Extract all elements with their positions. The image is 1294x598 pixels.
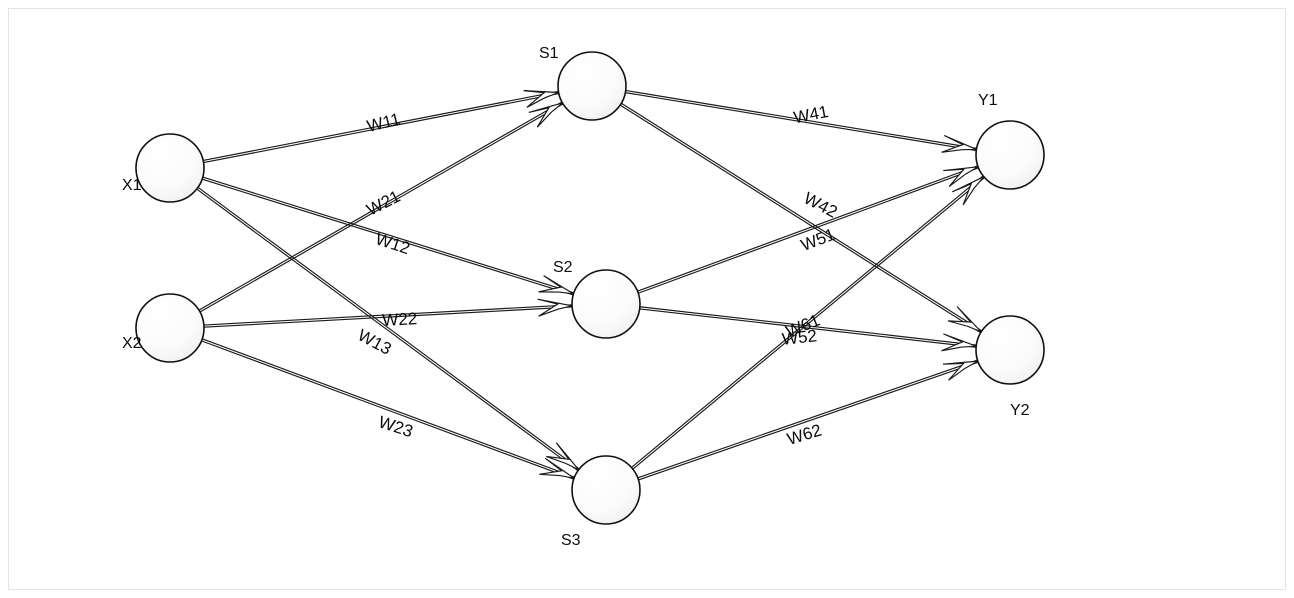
node-label-y1: Y1 (978, 92, 998, 109)
edge-x2-s3 (201, 338, 575, 480)
edge-weight-label-w42: W42 (801, 189, 841, 222)
edge-x2-s1 (198, 101, 564, 313)
node-label-s2: S2 (553, 259, 573, 276)
arrowhead (523, 90, 559, 108)
edge-x2-s2 (203, 298, 573, 328)
arrowhead (539, 457, 575, 479)
arrowhead (537, 298, 573, 317)
node-circle[interactable] (135, 133, 205, 203)
edge-weight-label-w52: W52 (781, 326, 818, 349)
arrowhead (943, 166, 979, 187)
edge-s2-y1 (637, 165, 979, 294)
node-label-x1: X1 (122, 177, 142, 194)
node-label-s1: S1 (539, 45, 559, 62)
node-s2[interactable]: S2 (553, 259, 641, 339)
node-s1[interactable]: S1 (539, 45, 627, 121)
edge-x1-s3 (196, 186, 580, 472)
edge-s2-y2 (639, 306, 977, 352)
node-circle[interactable] (975, 315, 1045, 385)
node-s3[interactable]: S3 (561, 455, 641, 549)
node-circle[interactable] (571, 455, 641, 525)
node-label-s3: S3 (561, 532, 581, 549)
node-circle[interactable] (557, 51, 627, 121)
edges-group (196, 89, 985, 481)
node-circle[interactable] (135, 293, 205, 363)
edge-weight-label-w22: W22 (382, 309, 418, 330)
edge-s1-y2 (619, 102, 983, 334)
arrowhead (538, 275, 574, 295)
node-x2[interactable]: X2 (122, 293, 205, 363)
arrowhead (941, 333, 977, 352)
edge-s1-y1 (625, 89, 977, 153)
edge-s3-y1 (631, 175, 985, 470)
node-x1[interactable]: X1 (122, 133, 205, 203)
edge-x1-s1 (203, 90, 559, 164)
node-label-x2: X2 (122, 335, 142, 352)
edge-weight-label-w21: W21 (364, 187, 404, 220)
node-label-y2: Y2 (1010, 402, 1030, 419)
node-y1[interactable]: Y1 (975, 92, 1045, 190)
edge-weight-label-w23: W23 (376, 412, 415, 441)
node-circle[interactable] (975, 120, 1045, 190)
node-circle[interactable] (571, 269, 641, 339)
edge-weight-label-w11: W11 (365, 109, 402, 136)
page-border (8, 8, 1286, 590)
edge-weight-label-w12: W12 (373, 229, 412, 258)
arrowhead (528, 102, 563, 128)
arrowhead (947, 306, 982, 333)
arrowhead (546, 442, 580, 471)
node-y2[interactable]: Y2 (975, 315, 1045, 419)
edge-x1-s2 (201, 176, 575, 296)
edge-s3-y2 (637, 359, 979, 481)
arrowhead (942, 360, 979, 381)
arrowhead (951, 176, 985, 206)
arrowhead (941, 135, 977, 153)
